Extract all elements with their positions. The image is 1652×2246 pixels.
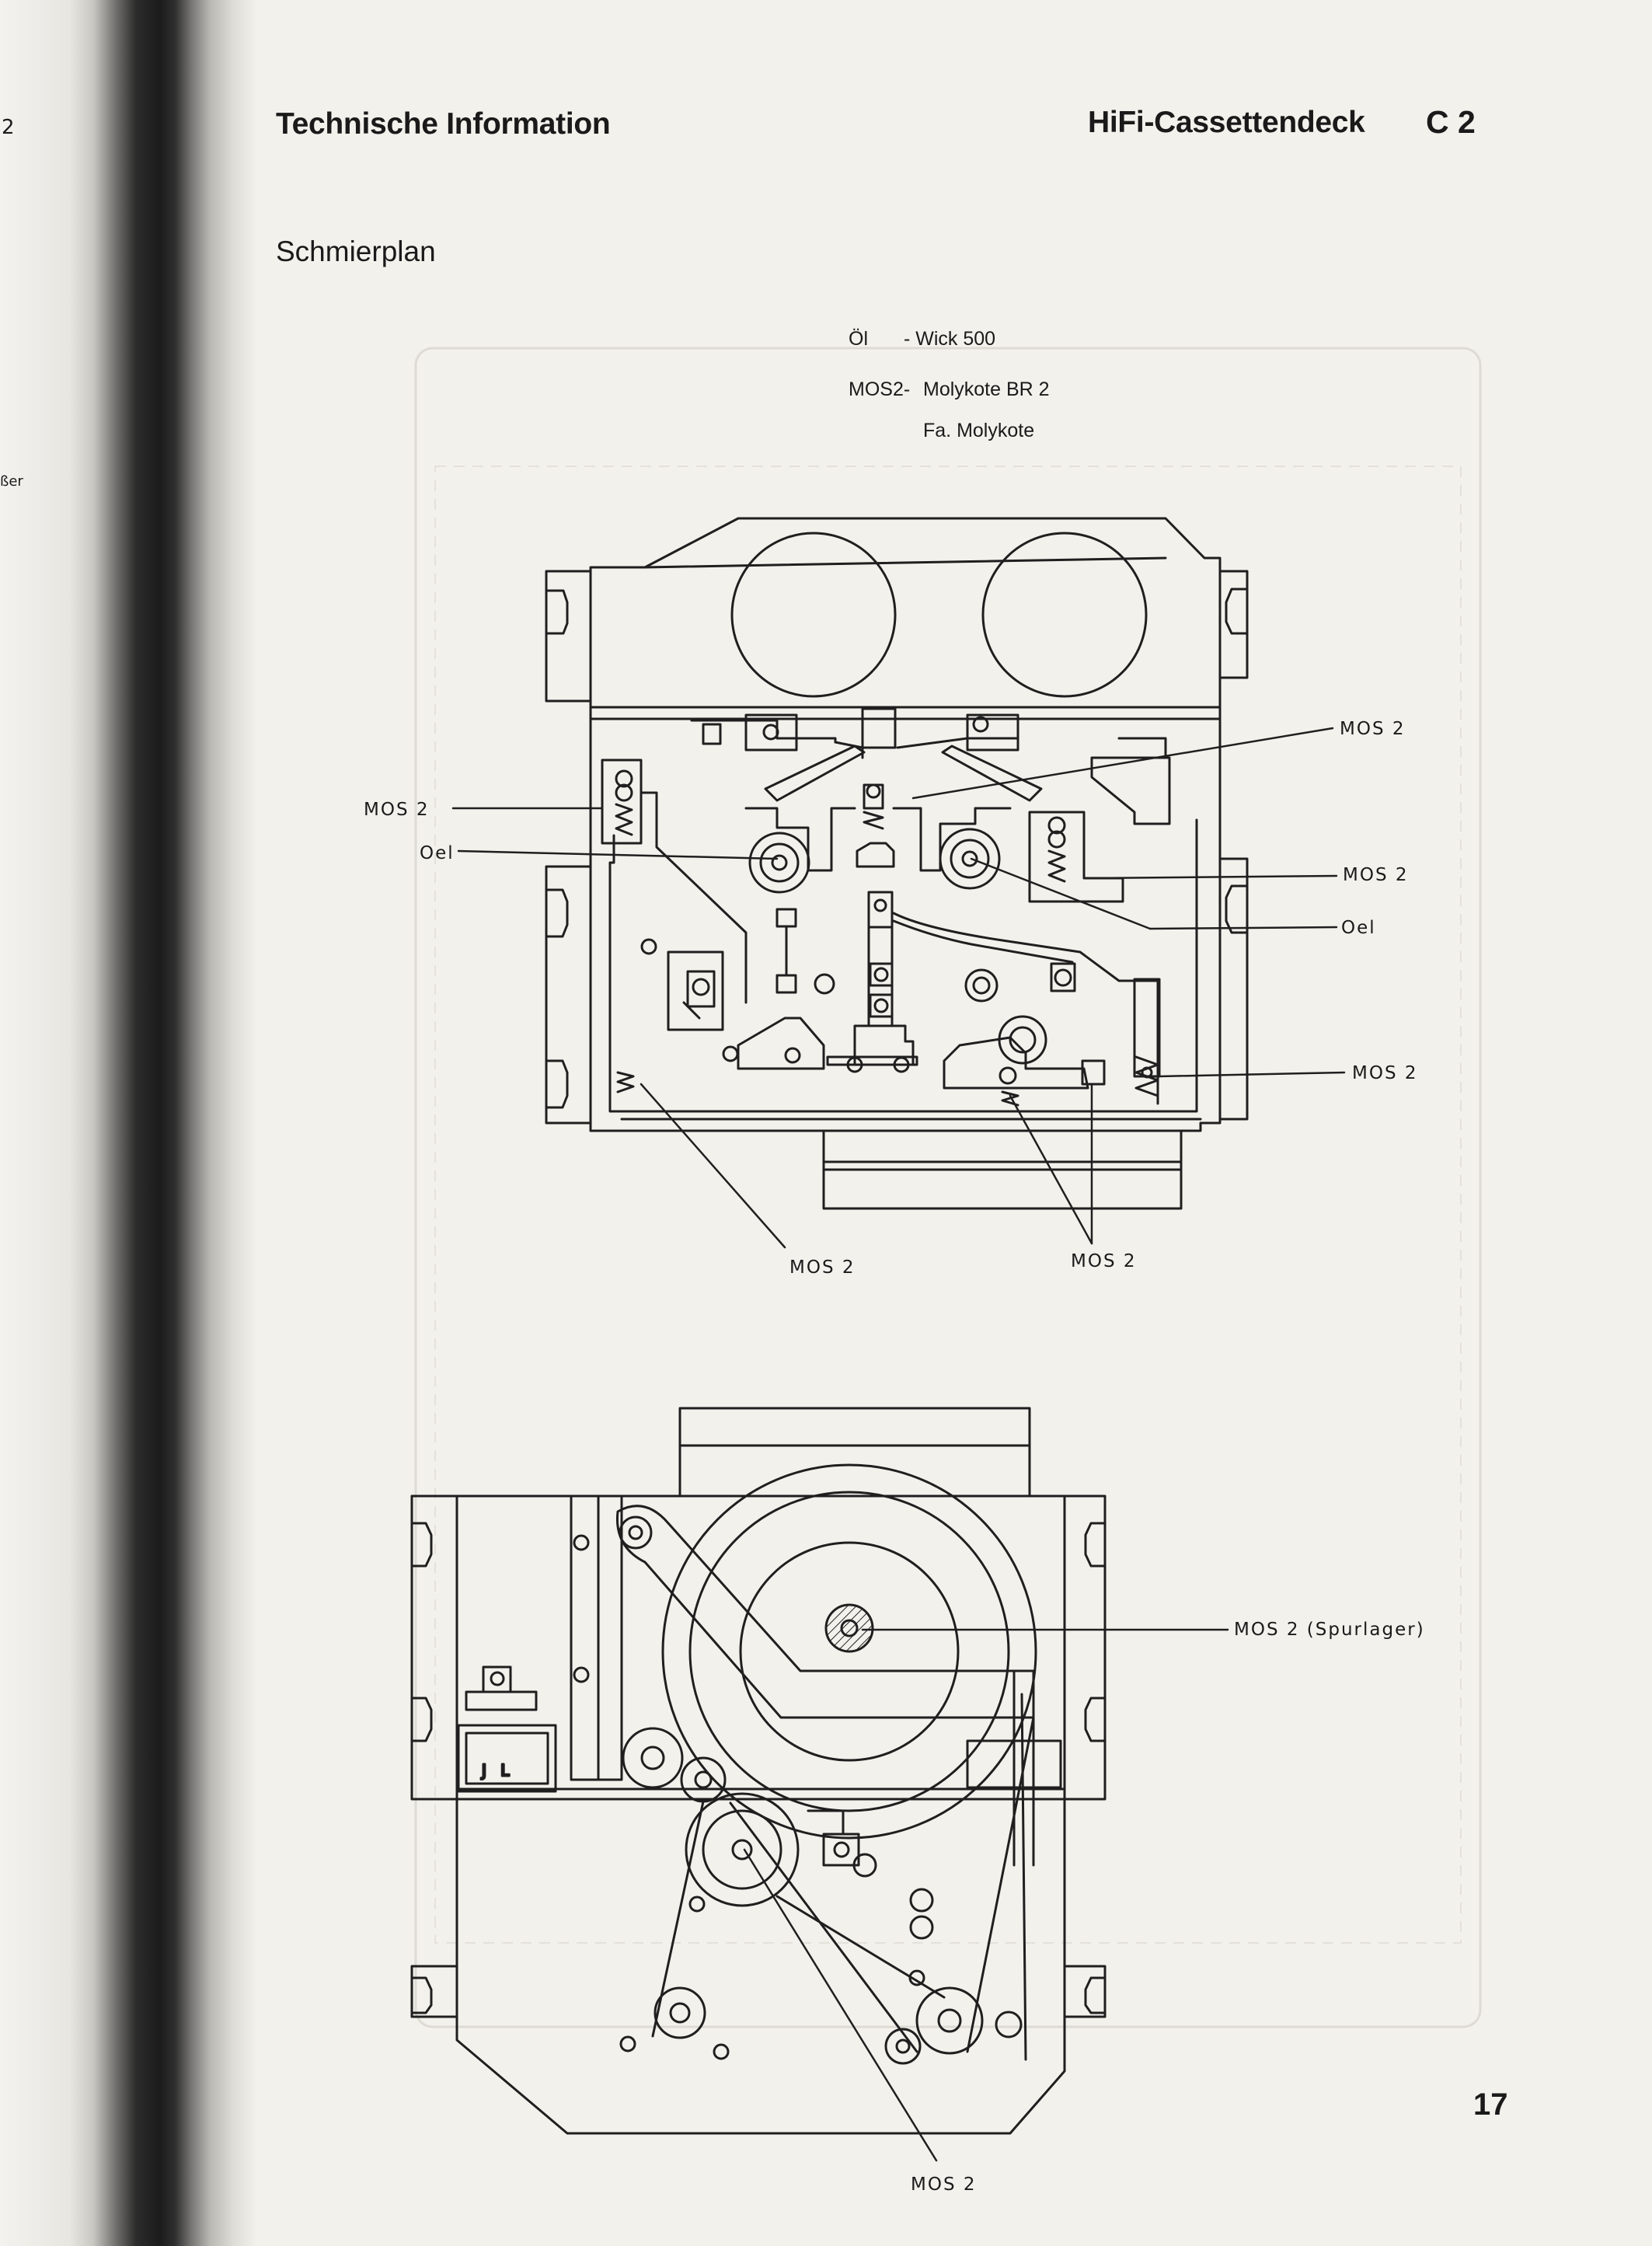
svg-text:J L: J L [480,1761,514,1780]
callout-oel-right: Oel [1341,918,1376,938]
header-code: C 2 [1426,104,1476,140]
bottom-mechanism-drawing: J L [410,1407,1107,2135]
page-number: 17 [1473,2087,1508,2122]
header-title: Technische Information [276,107,611,141]
callout-mos2-bottom-left: MOS 2 [789,1257,856,1278]
callout-mos2-left: MOS 2 [364,800,430,820]
callout-mos2-right: MOS 2 [1343,865,1409,885]
legend-oil-key: Öl [849,328,868,350]
legend-mos-value: Molykote BR 2 [923,378,1050,400]
svg-text:2: 2 [2,116,15,139]
section-title: Schmierplan [276,235,436,267]
callout-mos2-bottom-center: MOS 2 [1071,1251,1137,1271]
callout-mos2-drive: MOS 2 [911,2175,977,2195]
header-product: HiFi-Cassettendeck [1088,106,1365,139]
top-mechanism-drawing [545,517,1249,1210]
callout-oel-left: Oel [420,843,455,863]
callout-mos2-top-right: MOS 2 [1340,719,1406,739]
binding-shadow [0,0,256,2246]
edge-fragments: 2 ßer [0,116,23,490]
callout-mos2-spurlager: MOS 2 (Spurlager) [1234,1620,1425,1640]
legend-oil-value: - Wick 500 [904,328,996,350]
callout-mos2-right-lower: MOS 2 [1352,1063,1418,1083]
legend-mos-key: MOS2- [849,378,911,400]
callout-leaders [451,727,1346,2162]
svg-text:ßer: ßer [0,473,23,490]
legend-manufacturer: Fa. Molykote [923,420,1035,441]
